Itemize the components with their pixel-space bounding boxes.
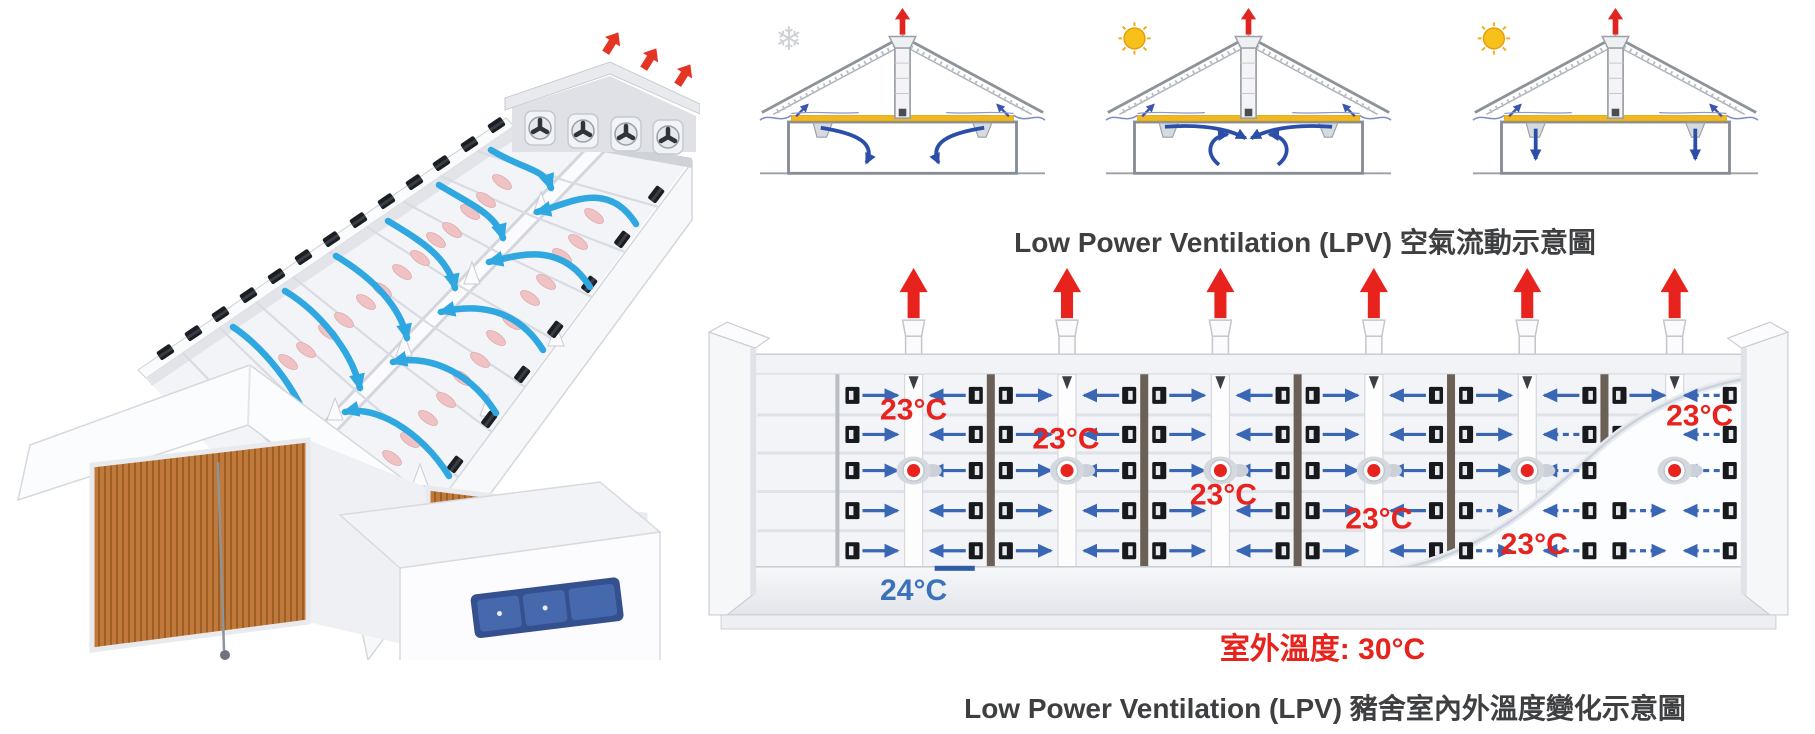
exhaust-chimneys bbox=[901, 319, 1687, 355]
exhaust-arrows bbox=[899, 268, 1689, 319]
sun-icon bbox=[1118, 22, 1151, 55]
corridor-door-mark bbox=[934, 565, 975, 571]
temperature-diagram: 23°C 23°C 23°C 23°C 23°C 23°C 24°C bbox=[707, 268, 1790, 630]
airflow-diagrams: ❄ bbox=[758, 8, 1773, 200]
indoor-airflow-arrows bbox=[1530, 128, 1702, 161]
lpv-winter-diagram: ❄ bbox=[760, 8, 1045, 173]
far-gable bbox=[504, 61, 700, 154]
sun-icon bbox=[1477, 22, 1511, 55]
room-temperature-label-1: 23°C bbox=[880, 393, 947, 426]
temperature-section-caption: Low Power Ventilation (LPV) 豬舍室內外溫度變化示意圖 bbox=[964, 693, 1686, 724]
room-temperature-label-2: 23°C bbox=[1032, 422, 1099, 455]
corridor-temperature-label: 24°C bbox=[880, 574, 947, 607]
cooling-pad-left bbox=[89, 437, 311, 653]
annex-room bbox=[338, 481, 662, 660]
room-temperature-label-6: 23°C bbox=[1666, 399, 1733, 432]
control-panel bbox=[470, 577, 624, 638]
pad-water-pipe bbox=[216, 461, 230, 660]
snowflake-icon: ❄ bbox=[775, 21, 802, 57]
indoor-airflow-arrows bbox=[820, 125, 985, 165]
airflow-section-caption: Low Power Ventilation (LPV) 空氣流動示意圖 bbox=[1014, 227, 1596, 258]
outdoor-temperature-label: 室外溫度: 30°C bbox=[1219, 633, 1426, 666]
lpv-mild-diagram bbox=[1106, 8, 1391, 173]
left-end-wall bbox=[707, 321, 771, 616]
room-temperature-label-3: 23°C bbox=[1190, 479, 1257, 512]
right-end-wall bbox=[1726, 321, 1790, 616]
indoor-airflow-arrows bbox=[1164, 124, 1333, 167]
barn-3d-illustration bbox=[16, 27, 700, 660]
top-wall-band bbox=[751, 353, 1746, 376]
lpv-hot-diagram bbox=[1473, 8, 1758, 173]
room-temperature-label-5: 23°C bbox=[1501, 528, 1568, 561]
front-corridor-wall bbox=[720, 565, 1777, 630]
circulation-fans bbox=[896, 456, 1703, 485]
room-temperature-label-4: 23°C bbox=[1345, 503, 1412, 536]
